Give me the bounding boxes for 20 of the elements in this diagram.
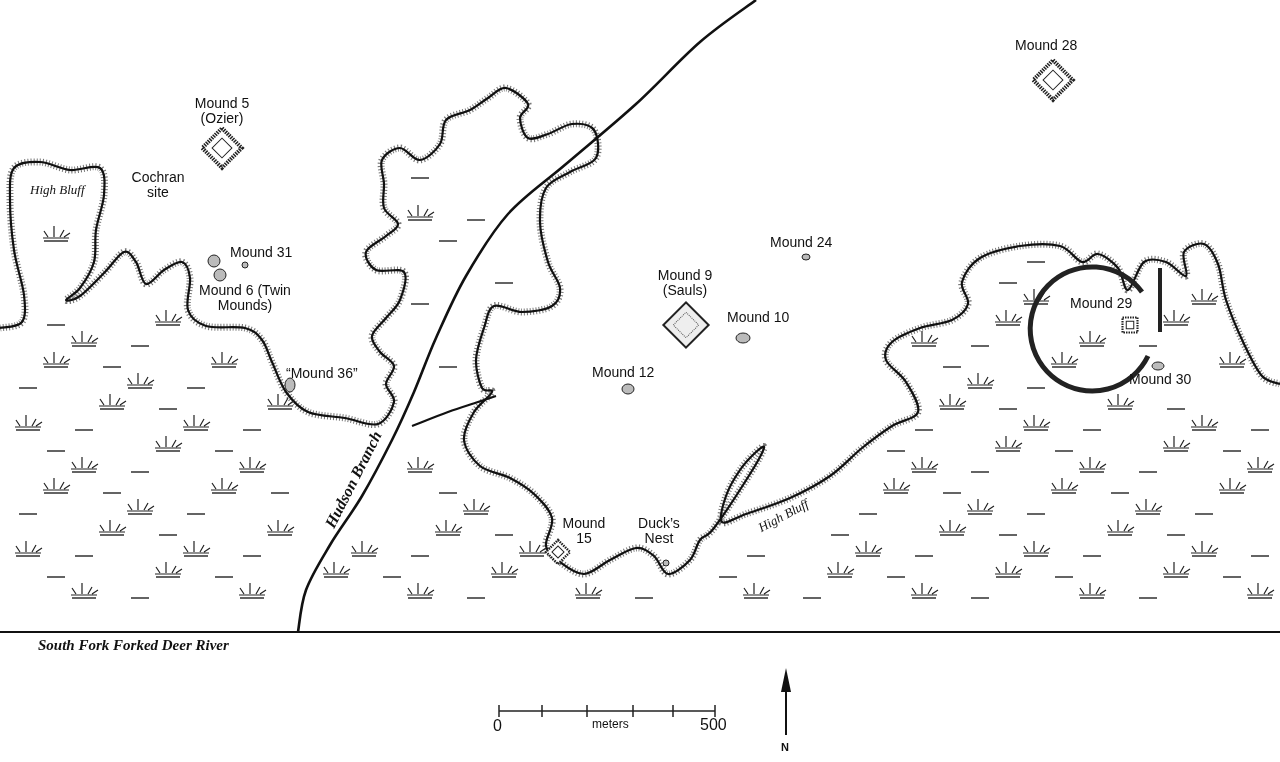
mound-label: “Mound 36” [286,366,358,381]
mound-label: Mound 6 (Twin Mounds) [198,283,292,313]
mound-label: Mound 24 [770,235,833,250]
site-label: Cochran site [130,170,186,200]
mound-label: Mound 29 [1070,296,1133,311]
river-label: South Fork Forked Deer River [38,638,229,653]
mound-label: Mound 31 [230,245,293,260]
site-label: Duck’s Nest [637,516,681,546]
mound-label: Mound 5 (Ozier) [193,96,251,126]
mound-label: Mound 12 [592,365,655,380]
scale-label: 0 [493,718,502,733]
mound-label: Mound 28 [1015,38,1078,53]
bluff-label: High Bluff [755,496,811,535]
mound-label: Mound 15 [562,516,606,546]
scale-label: 500 [700,717,727,732]
north-label: N [781,740,789,755]
bluff-label: High Bluff [30,182,85,197]
mound-label: Mound 10 [727,310,790,325]
mound-label: Mound 9 (Sauls) [656,268,714,298]
scale-unit: meters [592,717,629,732]
